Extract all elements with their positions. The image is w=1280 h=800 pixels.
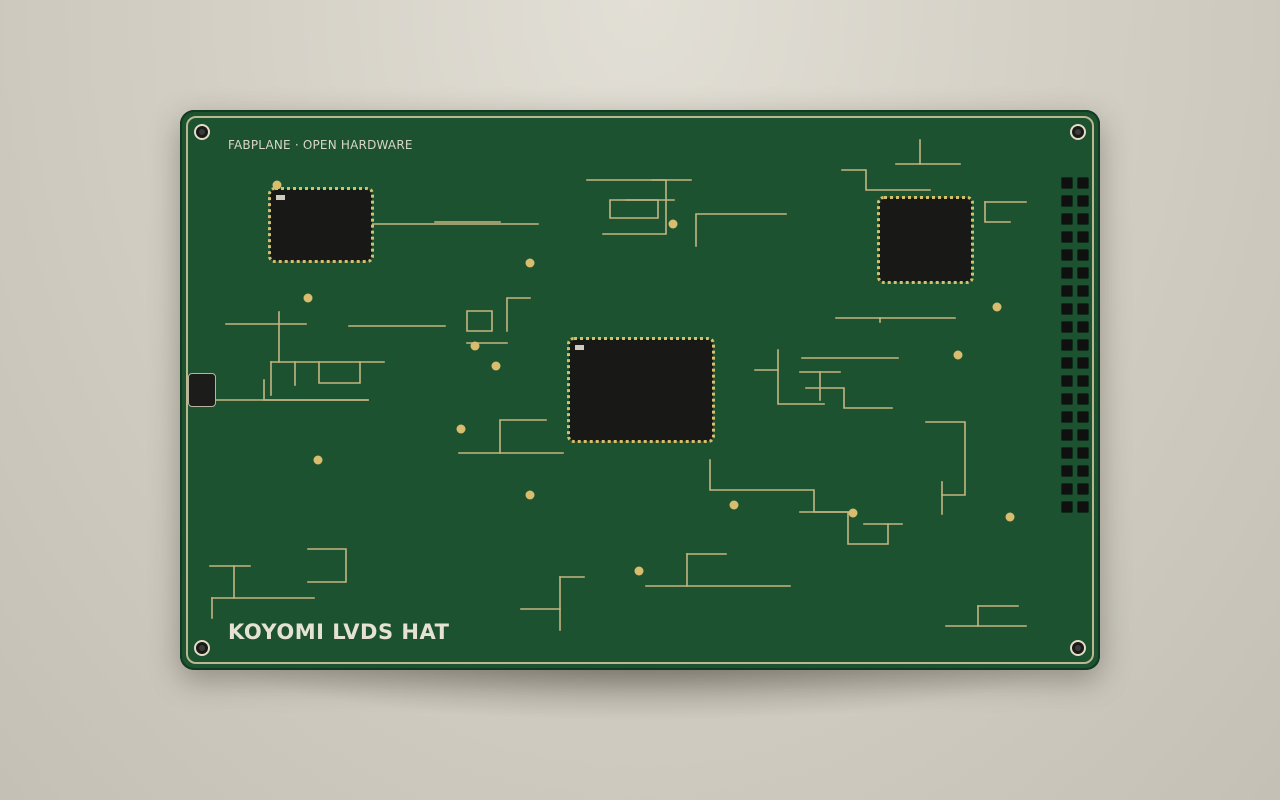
mounting-hole-top-left	[194, 124, 210, 140]
header-pin-pad	[1078, 196, 1088, 206]
pin-header	[1062, 178, 1088, 533]
header-pin-pad	[1078, 466, 1088, 476]
header-pin-pad	[1078, 412, 1088, 422]
header-pin-pad	[1078, 268, 1088, 278]
header-pin-pad	[1062, 322, 1072, 332]
header-pin-pad	[1062, 376, 1072, 386]
pin1-marker	[575, 345, 584, 350]
header-pin-pad	[1078, 232, 1088, 242]
header-pin-pad	[1062, 304, 1072, 314]
board-edge-outline	[186, 116, 1094, 664]
header-pin-pad	[1078, 376, 1088, 386]
header-pin-pad	[1062, 448, 1072, 458]
mounting-hole-top-right	[1070, 124, 1086, 140]
header-pin-pad	[1062, 430, 1072, 440]
header-pin-pad	[1062, 340, 1072, 350]
header-pin-pad	[1078, 178, 1088, 188]
chip-qfp-left	[268, 187, 374, 263]
chip-qfp-right	[877, 196, 974, 284]
header-pin-pad	[1078, 502, 1088, 512]
pin1-marker	[276, 195, 285, 200]
header-pin-pad	[1078, 430, 1088, 440]
board-name-silkscreen: KOYOMI LVDS HAT	[228, 620, 450, 644]
header-pin-pad	[1078, 358, 1088, 368]
header-pin-pad	[1078, 286, 1088, 296]
header-pin-pad	[1078, 250, 1088, 260]
header-pin-pad	[1062, 196, 1072, 206]
header-pin-pad	[1062, 484, 1072, 494]
mounting-hole-bottom-left	[194, 640, 210, 656]
header-pin-pad	[1078, 394, 1088, 404]
header-pin-pad	[1062, 358, 1072, 368]
header-pin-pad	[1062, 250, 1072, 260]
header-pin-pad	[1078, 322, 1088, 332]
maker-silkscreen-label: FABPLANE · OPEN HARDWARE	[228, 138, 413, 152]
header-pin-pad	[1078, 340, 1088, 350]
header-pin-pad	[1078, 448, 1088, 458]
header-pin-pad	[1062, 394, 1072, 404]
header-pin-pad	[1062, 178, 1072, 188]
pcb-board: FABPLANE · OPEN HARDWARE KOYOMI LVDS HAT	[180, 110, 1100, 670]
edge-connector	[188, 373, 216, 407]
mounting-hole-bottom-right	[1070, 640, 1086, 656]
header-pin-pad	[1078, 484, 1088, 494]
header-pin-pad	[1062, 466, 1072, 476]
chip-qfp-main	[567, 337, 715, 443]
header-pin-pad	[1062, 286, 1072, 296]
header-pin-pad	[1078, 304, 1088, 314]
header-pin-pad	[1062, 502, 1072, 512]
header-pin-pad	[1062, 412, 1072, 422]
header-pin-pad	[1078, 214, 1088, 224]
copper-traces	[209, 139, 1027, 631]
header-pin-pad	[1062, 268, 1072, 278]
header-pin-pad	[1062, 232, 1072, 242]
header-pin-pad	[1062, 214, 1072, 224]
